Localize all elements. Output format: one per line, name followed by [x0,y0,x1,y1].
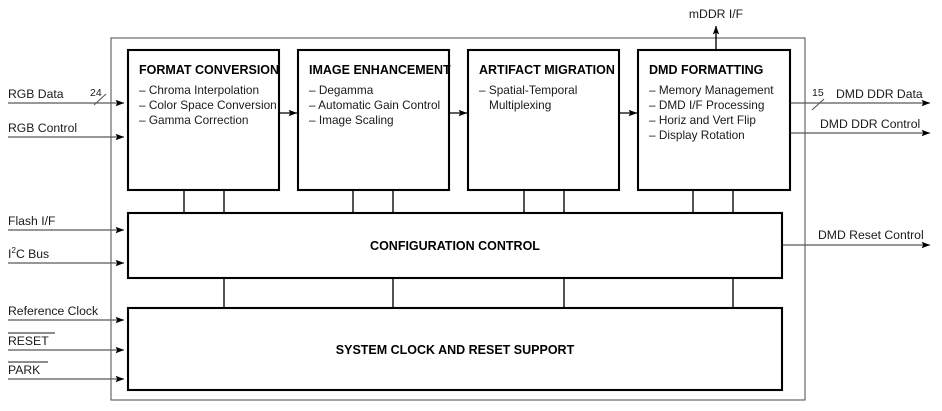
input-label-i2c-bus: I2C Bus [8,246,49,261]
input-label-reset: RESET [8,334,49,348]
input-label-rgb-control: RGB Control [8,121,77,135]
output-label-dmd-ddr-control: DMD DDR Control [820,117,920,131]
block-dmd-formatting[interactable] [636,48,792,192]
block-image-enhancement[interactable] [296,48,451,192]
output-label-dmd-reset-control: DMD Reset Control [818,228,924,242]
block-item-enhance-0: – Degamma [309,83,374,97]
bar-title-system-clock-reset: SYSTEM CLOCK AND RESET SUPPORT [336,343,575,357]
block-item-enhance-2: – Image Scaling [309,113,394,127]
input-label-rgb-data: RGB Data [8,87,64,101]
block-item-dmd-2: – Horiz and Vert Flip [649,113,756,127]
block-item-dmd-0: – Memory Management [649,83,774,97]
bus-width-dmd-ddr-data: 15 [812,87,824,99]
bus-width-rgb-data: 24 [90,87,102,99]
input-label-reference-clock: Reference Clock [8,304,99,318]
input-label-park: PARK [8,363,40,377]
output-label-dmd-ddr-data: DMD DDR Data [836,87,923,101]
block-title-artifact-migration: ARTIFACT MIGRATION [479,63,615,77]
block-item-format-2: – Gamma Correction [139,113,248,127]
i2c-sup: 2 [11,246,16,255]
block-artifact-migration[interactable] [466,48,621,192]
i2c-post: C Bus [16,247,49,261]
block-item-dmd-1: – DMD I/F Processing [649,98,764,112]
block-item-format-0: – Chroma Interpolation [139,83,259,97]
block-item-artifact-1: Multiplexing [489,98,551,112]
i2c-pre: I [8,247,11,261]
block-title-dmd-formatting: DMD FORMATTING [649,63,763,77]
input-label-flash-if: Flash I/F [8,214,55,228]
block-title-image-enhancement: IMAGE ENHANCEMENT [309,63,451,77]
block-item-enhance-1: – Automatic Gain Control [309,98,440,112]
block-item-artifact-0: – Spatial-Temporal [479,83,577,97]
bidir-label-mddr-if: mDDR I/F [689,7,743,21]
bar-title-configuration-control: CONFIGURATION CONTROL [370,239,540,253]
bus-slash-rgb-data [93,93,107,106]
chip-boundary [110,37,806,401]
block-system-clock-reset[interactable] [126,306,784,392]
block-format-conversion[interactable] [126,48,281,192]
block-configuration-control[interactable] [126,211,784,280]
block-item-format-1: – Color Space Conversion [139,98,277,112]
block-title-format-conversion: FORMAT CONVERSION [139,63,279,77]
bus-slash-dmd-ddr-data [811,98,825,111]
block-item-dmd-3: – Display Rotation [649,128,745,142]
